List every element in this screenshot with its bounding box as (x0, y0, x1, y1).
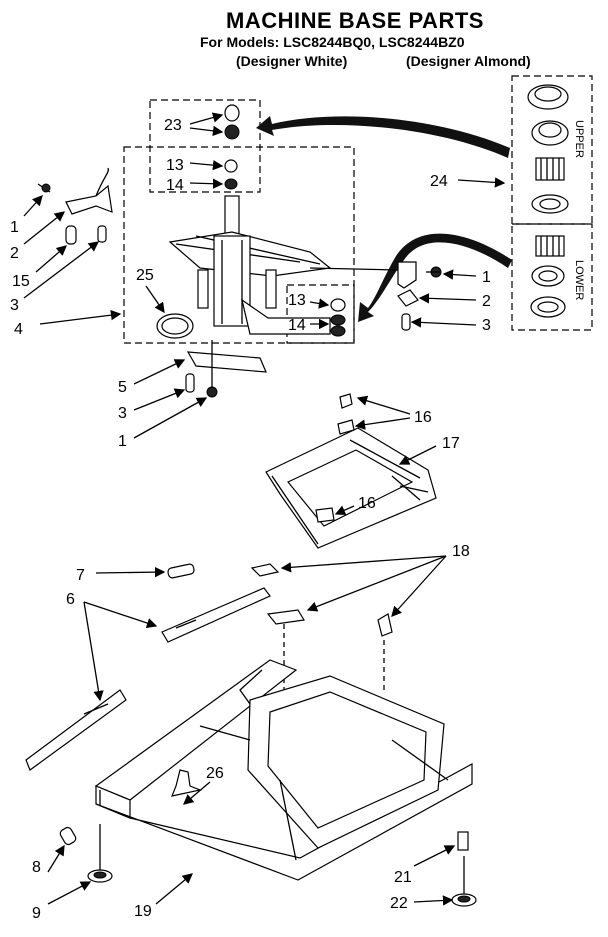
callout-3-bottom: 3 (118, 405, 127, 422)
part-26-clip (171, 769, 203, 797)
part-13-upper (224, 159, 238, 173)
part-6-rail-lower (25, 689, 127, 771)
clip-16-c (315, 507, 335, 523)
part-7-bumper (167, 563, 195, 579)
callout-17: 17 (442, 435, 460, 452)
box-gearcase-top (149, 99, 261, 193)
callout-1-left: 1 (10, 219, 19, 236)
callout-14-lower: 14 (288, 317, 306, 334)
right-bracket-group (309, 261, 442, 331)
callout-23: 23 (164, 117, 182, 134)
callout-3-right: 3 (482, 317, 491, 334)
part-14-upper (224, 178, 238, 190)
frame-17 (265, 427, 437, 549)
callout-15: 15 (12, 273, 30, 290)
variant-almond: (Designer Almond) (406, 53, 531, 69)
box-lower-bearings (511, 223, 593, 331)
callout-1-right: 1 (482, 269, 491, 286)
transmission-assembly (168, 195, 332, 335)
bearing-set-lower (530, 235, 566, 318)
callout-13-lower: 13 (288, 292, 306, 309)
part-9-foot-left (87, 824, 113, 883)
box-parts-13-14 (286, 284, 355, 344)
lower-label: LOWER (573, 260, 585, 300)
variant-white: (Designer White) (236, 53, 348, 69)
callout-16-top: 16 (414, 409, 432, 426)
bearing-set-upper (527, 84, 569, 214)
part-8-plug (59, 826, 77, 846)
callout-8: 8 (32, 859, 41, 876)
callout-25: 25 (136, 267, 154, 284)
left-bracket-group (37, 167, 113, 245)
callout-7: 7 (76, 567, 85, 584)
callout-5: 5 (118, 379, 127, 396)
part-18-c (377, 613, 393, 637)
part-23-caps (224, 104, 240, 140)
lower-bearing-arrow (358, 233, 512, 322)
callout-18: 18 (452, 543, 470, 560)
model-numbers: For Models: LSC8244BQ0, LSC8244BZ0 (200, 34, 465, 50)
part-14-lower-b (330, 325, 346, 337)
upper-bearing-arrow (256, 116, 510, 158)
callout-14-upper: 14 (166, 177, 184, 194)
callout-16-bottom: 16 (358, 495, 376, 512)
callout-2-left: 2 (10, 245, 19, 262)
callout-22: 22 (390, 895, 408, 912)
clip-16-a (339, 393, 353, 409)
part-22-foot-right (451, 856, 477, 907)
callout-3-left: 3 (10, 297, 19, 314)
callout-19: 19 (134, 903, 152, 920)
part-14-lower-a (330, 314, 346, 326)
part-18-a (250, 563, 280, 577)
part-13-lower (330, 298, 346, 312)
leader-lines (23, 112, 506, 906)
callout-21: 21 (394, 869, 412, 886)
page-title: MACHINE BASE PARTS (226, 8, 484, 33)
bottom-bracket-group (185, 340, 267, 398)
part-21-nut (457, 831, 469, 851)
box-transmission (123, 146, 355, 344)
part-6-rail-upper (161, 587, 271, 643)
callout-24: 24 (430, 173, 448, 190)
base-frame-19 (94, 659, 473, 881)
part-18-b (266, 609, 305, 625)
clip-16-b (337, 419, 355, 435)
upper-label: UPPER (573, 120, 585, 158)
callout-6: 6 (66, 591, 75, 608)
callout-4: 4 (14, 321, 23, 338)
callout-13-upper: 13 (166, 157, 184, 174)
callout-1-bottom: 1 (118, 433, 127, 450)
callout-26: 26 (206, 765, 224, 782)
callout-9: 9 (32, 905, 41, 922)
callout-2-right: 2 (482, 293, 491, 310)
